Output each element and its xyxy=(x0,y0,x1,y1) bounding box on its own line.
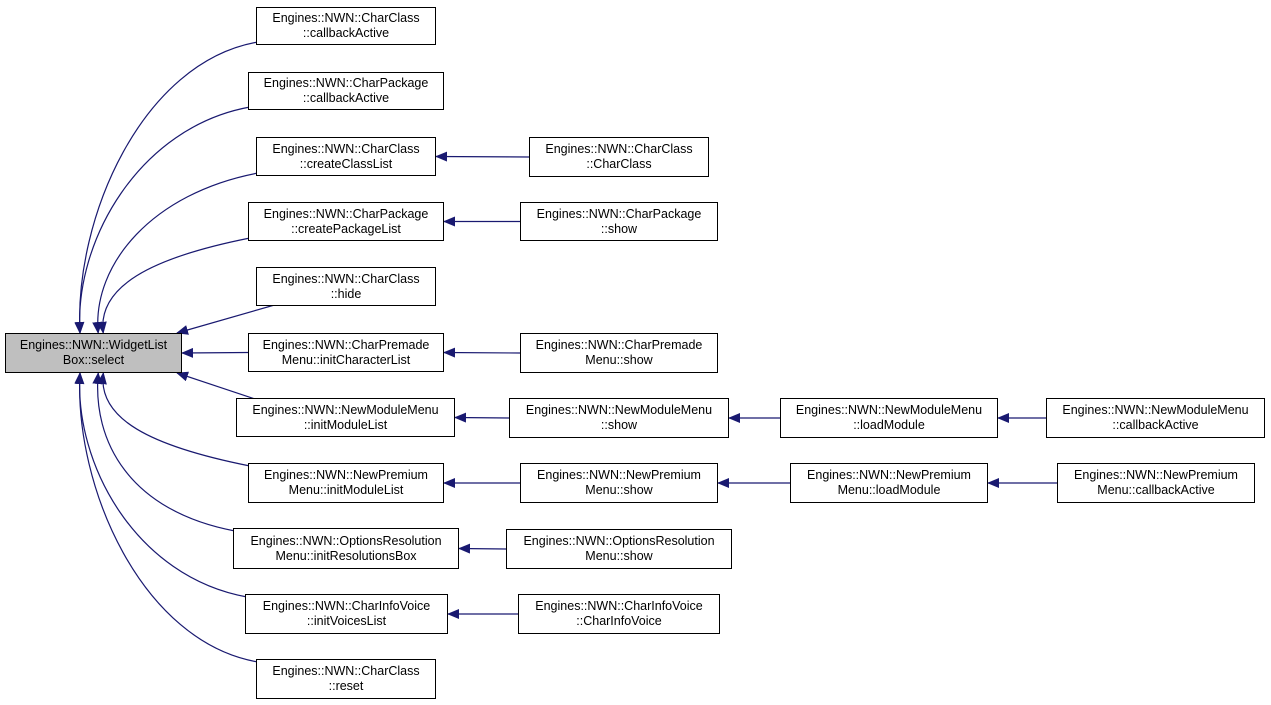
node-label-line: Engines::NWN::NewModuleMenu xyxy=(252,402,439,417)
edge-npm-iml-to-root xyxy=(96,372,251,467)
edge-cp-cba-to-root xyxy=(74,106,251,334)
node-label-line: Menu::loadModule xyxy=(837,483,941,497)
node-cp-cpl[interactable]: Engines::NWN::CharPackage::createPackage… xyxy=(248,202,444,241)
edge-cc-hide-to-root xyxy=(176,303,279,335)
node-cp-cba[interactable]: Engines::NWN::CharPackage::callbackActiv… xyxy=(248,72,444,110)
node-label-line: Menu::initResolutionsBox xyxy=(275,548,417,563)
node-label-line: ::initVoicesList xyxy=(306,614,387,628)
node-label-line: Engines::NWN::CharInfoVoice xyxy=(535,599,703,613)
node-label-line: Engines::NWN::NewPremium xyxy=(537,468,701,482)
edge-cc-ccl-to-root xyxy=(92,172,259,334)
node-cc-hide[interactable]: Engines::NWN::CharClass::hide xyxy=(256,267,436,306)
edge-cpm-show-to-cpm-icl xyxy=(443,347,521,358)
node-nmm-cba[interactable]: Engines::NWN::NewModuleMenu::callbackAct… xyxy=(1046,398,1265,438)
edge-orm-show-to-orm-irb xyxy=(458,543,507,554)
edge-orm-irb-to-root xyxy=(92,372,236,532)
node-cc-ctor[interactable]: Engines::NWN::CharClass::CharClass xyxy=(529,137,709,177)
node-civ-ctor[interactable]: Engines::NWN::CharInfoVoice::CharInfoVoi… xyxy=(518,594,720,634)
node-label-line: ::hide xyxy=(330,286,362,301)
node-label-line: ::callbackActive xyxy=(302,26,390,40)
node-civ-ivl[interactable]: Engines::NWN::CharInfoVoice::initVoicesL… xyxy=(245,594,448,634)
node-cc-reset[interactable]: Engines::NWN::CharClass::reset xyxy=(256,659,436,699)
node-label-line: Menu::initCharacterList xyxy=(281,352,411,367)
edge-nmm-show-to-nmm-iml xyxy=(454,412,510,423)
node-label-line: Engines::NWN::CharPremade xyxy=(262,337,430,352)
node-label-line: Engines::NWN::CharClass xyxy=(272,271,420,286)
node-cc-cba[interactable]: Engines::NWN::CharClass::callbackActive xyxy=(256,7,436,45)
node-label-line: Engines::NWN::NewPremium xyxy=(264,468,428,482)
node-label-line: ::createPackageList xyxy=(291,221,401,236)
node-label-line: ::CharClass xyxy=(586,157,652,171)
node-label-line: ::show xyxy=(600,418,638,432)
node-label-line: Engines::NWN::CharClass xyxy=(272,141,420,156)
node-label-line: ::show xyxy=(600,221,638,236)
node-label-line: ::reset xyxy=(328,679,364,693)
node-label-line: Menu::show xyxy=(585,549,653,563)
edge-nmm-iml-to-root xyxy=(176,371,259,401)
node-label-line: Engines::NWN::CharClass xyxy=(272,11,420,25)
node-nmm-lm[interactable]: Engines::NWN::NewModuleMenu::loadModule xyxy=(780,398,998,438)
node-label-line: Menu::initModuleList xyxy=(288,483,404,497)
node-label-line: Engines::NWN::OptionsResolution xyxy=(523,534,715,548)
node-label-line: ::initModuleList xyxy=(303,417,388,432)
node-label-line: ::createClassList xyxy=(299,156,393,171)
node-label-line: Engines::NWN::NewPremium xyxy=(1074,468,1238,482)
node-nmm-show[interactable]: Engines::NWN::NewModuleMenu::show xyxy=(509,398,729,438)
node-label-line: ::callbackActive xyxy=(302,91,390,105)
node-label-line: Menu::show xyxy=(585,483,653,497)
edge-cc-ctor-to-cc-ccl xyxy=(435,151,530,162)
edge-cc-reset-to-root xyxy=(74,372,259,663)
node-label-line: Engines::NWN::NewPremium xyxy=(807,468,971,482)
node-label-line: Engines::NWN::NewModuleMenu xyxy=(525,403,713,417)
node-label-line: Engines::NWN::CharClass xyxy=(272,664,420,678)
node-cp-show[interactable]: Engines::NWN::CharPackage::show xyxy=(520,202,718,241)
node-label-line: Engines::NWN::NewModuleMenu xyxy=(1062,403,1249,417)
node-label-line: ::callbackActive xyxy=(1112,418,1199,432)
node-label-line: Engines::NWN::WidgetList xyxy=(19,338,168,352)
node-label-line: Engines::NWN::CharPackage xyxy=(263,206,429,221)
node-label-line: Menu::callbackActive xyxy=(1097,483,1215,497)
node-nmm-iml[interactable]: Engines::NWN::NewModuleMenu::initModuleL… xyxy=(236,398,455,437)
edge-cc-cba-to-root xyxy=(74,41,259,334)
node-label-line: ::CharInfoVoice xyxy=(576,614,662,628)
node-label-line: Box::select xyxy=(62,353,125,367)
node-label-line: ::loadModule xyxy=(853,418,925,432)
node-cc-ccl[interactable]: Engines::NWN::CharClass::createClassList xyxy=(256,137,436,176)
node-label-line: Engines::NWN::CharInfoVoice xyxy=(262,599,431,613)
edge-cp-cpl-to-root xyxy=(96,237,251,334)
edge-cpm-icl-to-root xyxy=(181,347,249,358)
node-label-line: Engines::NWN::OptionsResolution xyxy=(250,533,442,548)
node-label-line: Engines::NWN::NewModuleMenu xyxy=(795,403,983,417)
edge-civ-ivl-to-root xyxy=(74,372,248,598)
node-label-line: Menu::show xyxy=(585,353,653,367)
node-label-line: Engines::NWN::CharPackage xyxy=(536,206,702,221)
node-label-line: Engines::NWN::CharClass xyxy=(545,142,693,156)
node-label-line: Engines::NWN::CharPackage xyxy=(263,76,429,90)
node-label-line: Engines::NWN::CharPremade xyxy=(535,338,703,352)
